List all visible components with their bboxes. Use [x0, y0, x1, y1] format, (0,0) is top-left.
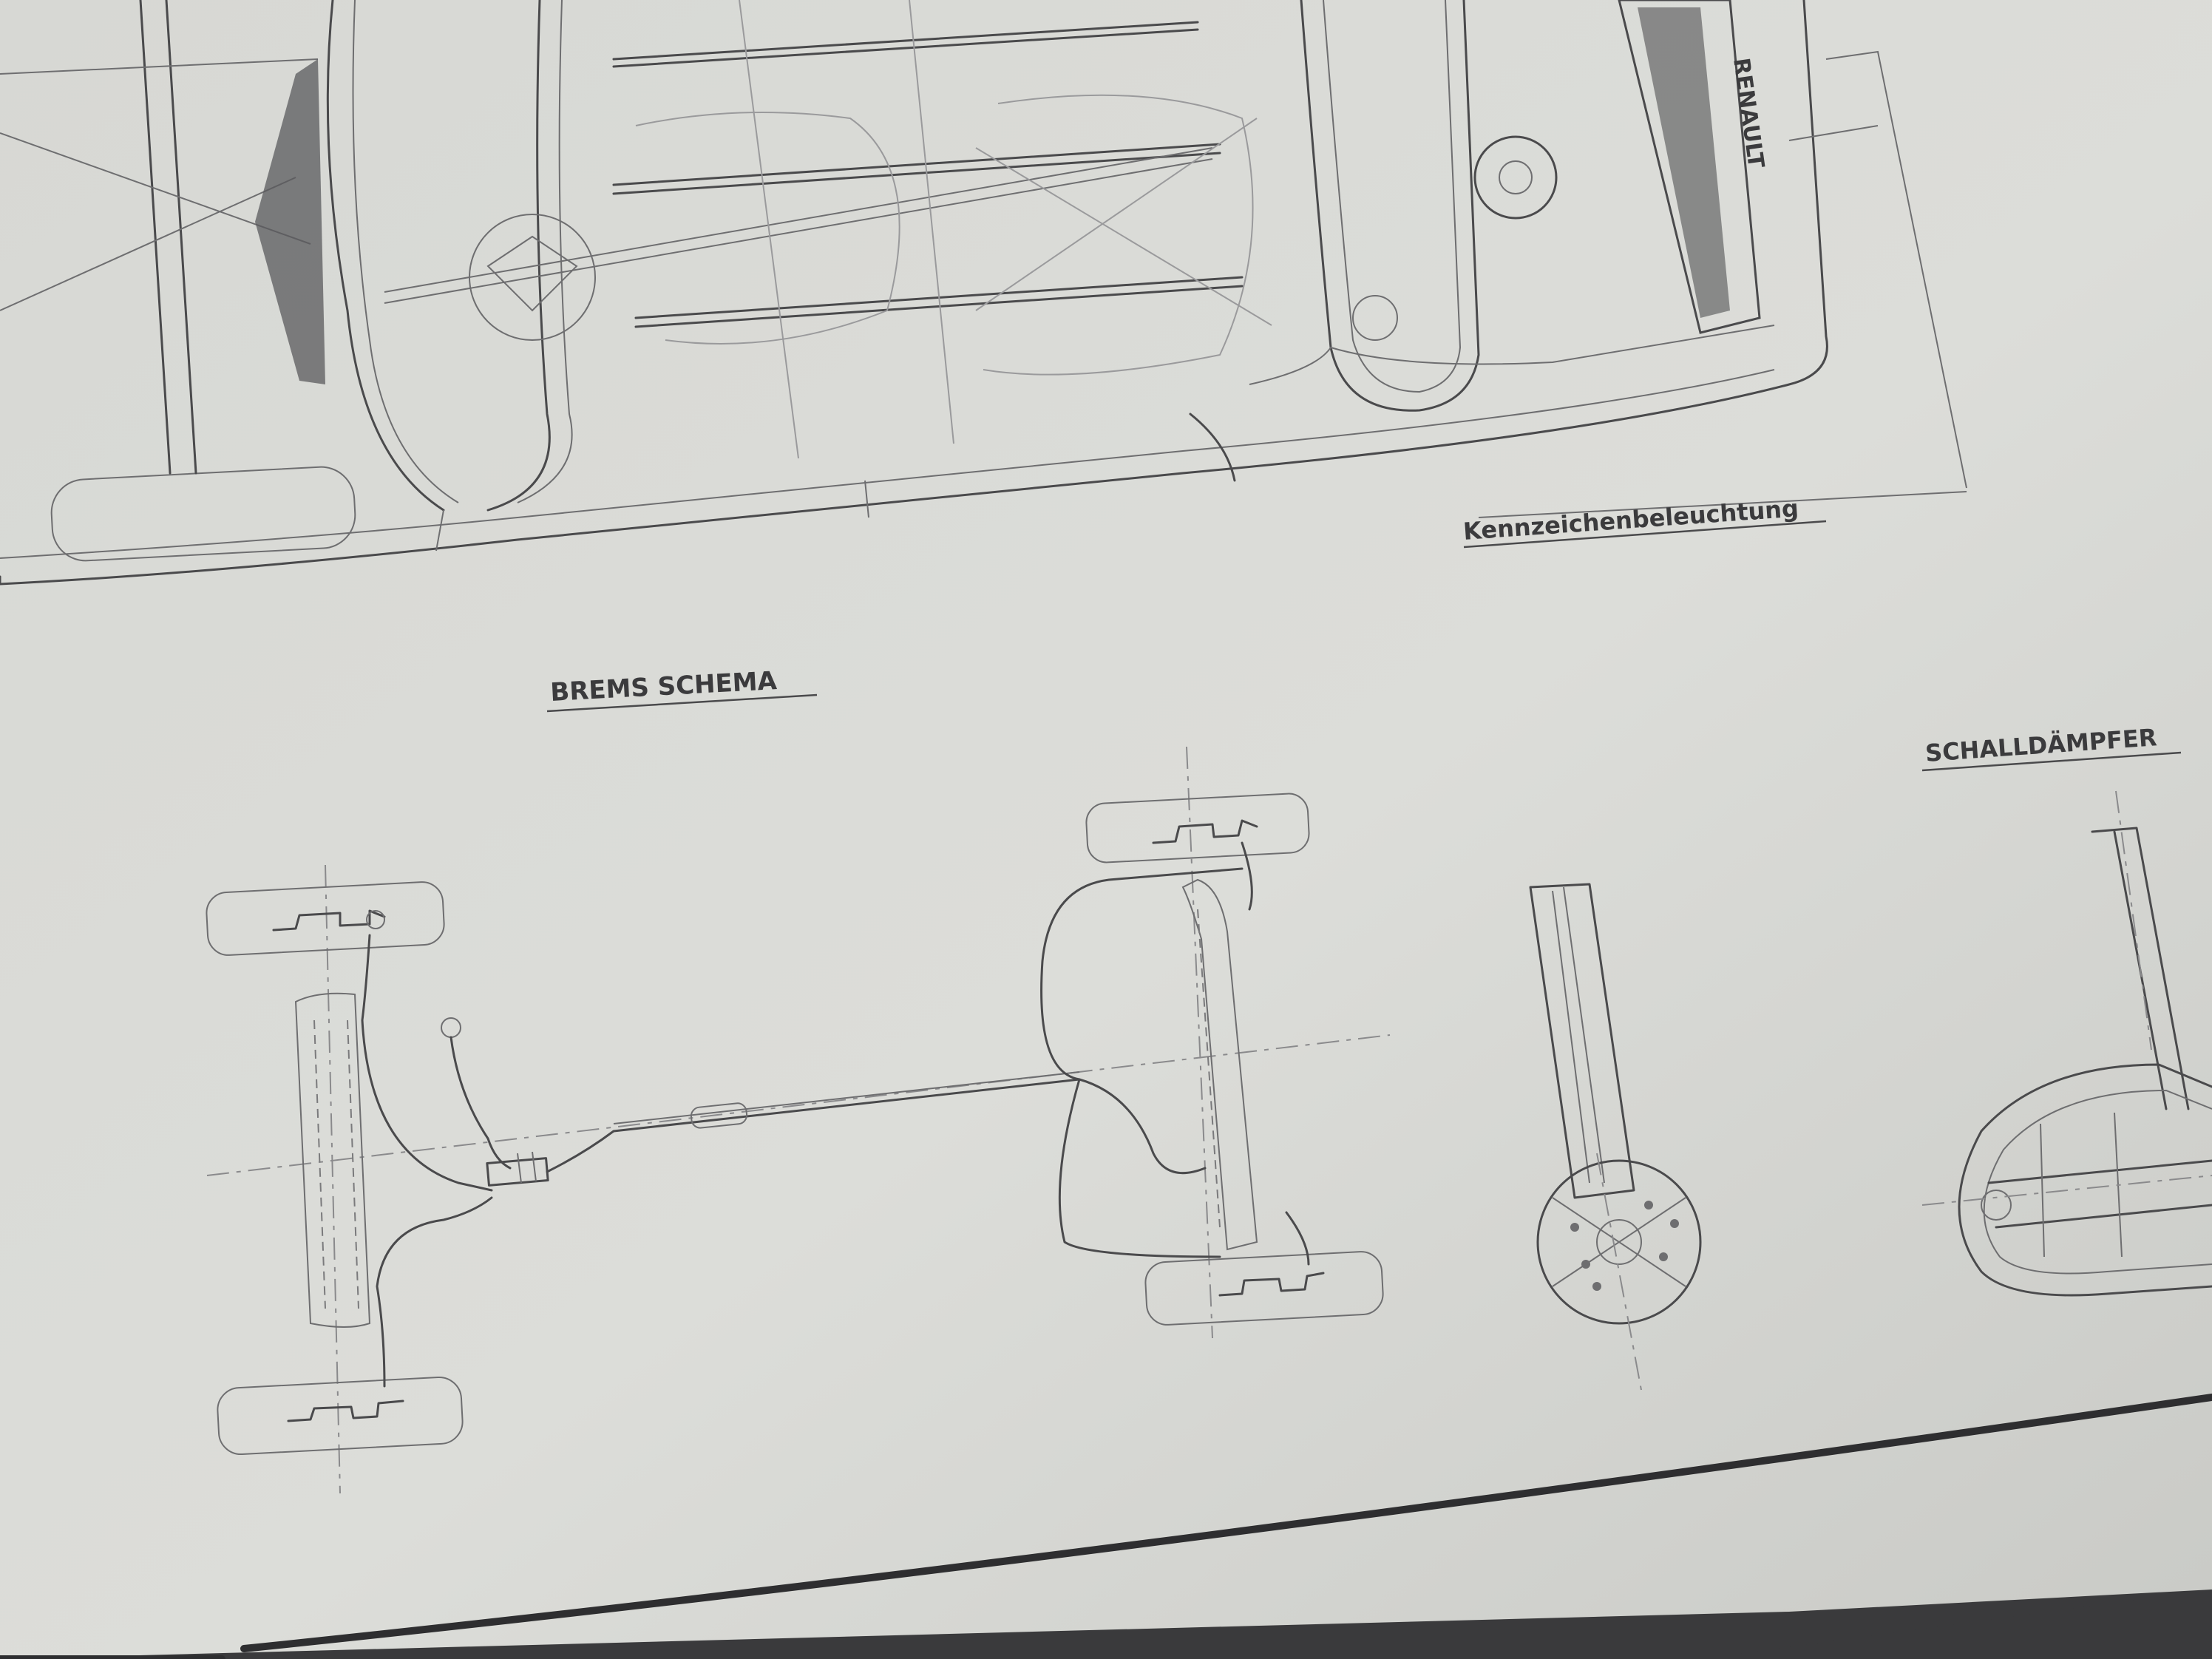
grille	[1618, 0, 1761, 334]
muffler-underline	[1921, 751, 2182, 772]
license-plate-light-underline	[1463, 520, 1827, 549]
table-edge	[1700, 1590, 2212, 1659]
brake-schematic	[206, 746, 1391, 1494]
muffler-front-view	[1529, 883, 1702, 1391]
brake-schema-underline	[546, 693, 818, 713]
master-cylinder	[486, 1151, 549, 1187]
sheet-border	[0, 1394, 2212, 1659]
car-underbody-drawing	[0, 0, 1967, 586]
muffler-side-view	[1921, 790, 2212, 1297]
